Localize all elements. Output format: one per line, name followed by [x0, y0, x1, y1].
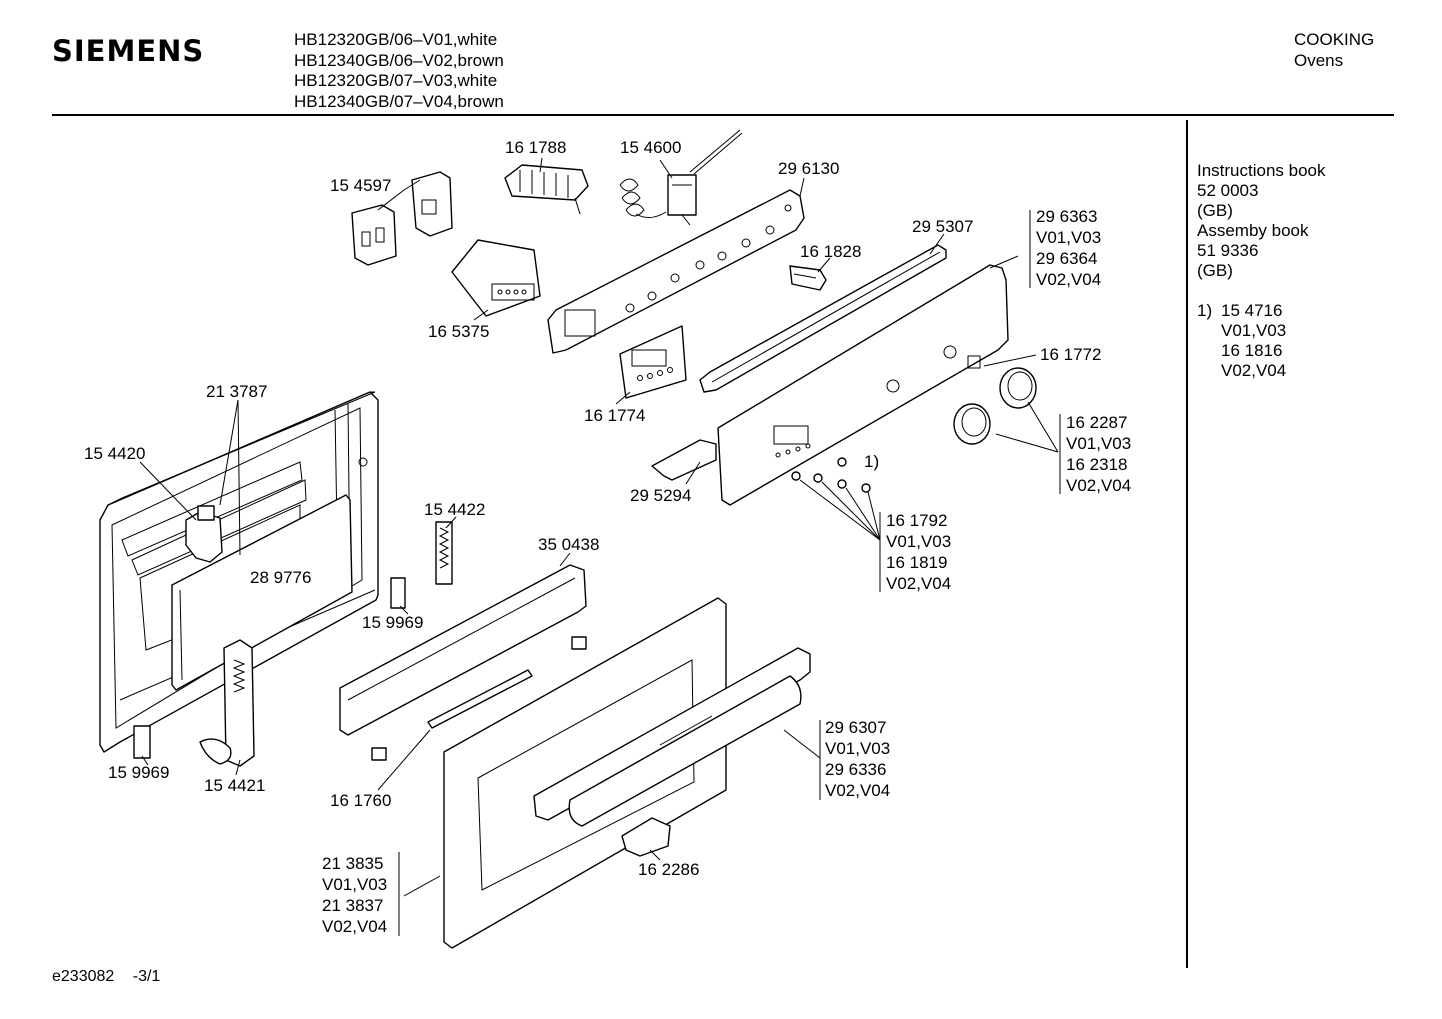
footnote-line: V02,V04: [1221, 361, 1287, 380]
variant-group-screw: 16 1792 V01,V03 16 1819 V02,V04: [886, 511, 951, 593]
label-154420: 15 4420: [84, 444, 145, 463]
block-159969-upper: [390, 577, 406, 609]
footnote-line: 16 1816: [1221, 341, 1283, 360]
variant-line: 21 3835: [322, 854, 383, 873]
variant-group-door: 21 3835 V01,V03 21 3837 V02,V04: [322, 854, 387, 936]
side-line: Instructions book: [1197, 161, 1326, 180]
variant-line: 16 2318: [1066, 455, 1127, 474]
label-296130: 29 6130: [778, 159, 839, 178]
label-154597: 15 4597: [330, 176, 391, 195]
bracket-154420: [185, 505, 223, 563]
side-line: 51 9336: [1197, 241, 1259, 260]
thermostat-154600: [619, 129, 743, 226]
label-154600: 15 4600: [620, 138, 681, 157]
label-161788: 16 1788: [505, 138, 566, 157]
block-159969-lower: [133, 725, 151, 759]
variant-line: V01,V03: [1066, 434, 1131, 453]
timer-module: [451, 239, 541, 317]
variant-line: 16 1819: [886, 553, 947, 572]
variant-line: V01,V03: [825, 739, 890, 758]
label-213787: 21 3787: [206, 382, 267, 401]
label-154422: 15 4422: [424, 500, 485, 519]
label-159969-lower: 15 9969: [108, 763, 169, 782]
label-161760: 16 1760: [330, 791, 391, 810]
variant-line: 29 6363: [1036, 207, 1097, 226]
side-line: (GB): [1197, 201, 1233, 220]
side-divider: [1186, 120, 1188, 968]
variant-line: V01,V03: [1036, 228, 1101, 247]
display-frame: [619, 325, 687, 399]
inner-glass-pane: [171, 494, 353, 691]
footnote-line: 15 4716: [1221, 301, 1283, 320]
label-154421: 15 4421: [204, 776, 265, 795]
variant-line: 21 3837: [322, 896, 383, 915]
variant-line: 16 2287: [1066, 413, 1127, 432]
label-161774: 16 1774: [584, 406, 645, 425]
door-rail-350438: [339, 564, 587, 736]
side-line: 52 0003: [1197, 181, 1259, 200]
footnote: 1) 15 4716 V01,V03 16 1816 V02,V04: [1197, 301, 1326, 381]
model-line: HB12340GB/07–V04,brown: [294, 91, 504, 111]
trim-strip-161760: [371, 669, 533, 761]
label-note-ref: 1): [864, 452, 879, 471]
switch-161788: [504, 164, 589, 215]
label-162286: 16 2286: [638, 860, 699, 879]
variant-line: V01,V03: [886, 532, 951, 551]
variant-line: 29 6307: [825, 718, 886, 737]
drawing-id: e233082: [52, 968, 115, 985]
variant-line: V02,V04: [886, 574, 951, 593]
side-notes: Instructions book 52 0003 (GB) Assemby b…: [1197, 161, 1326, 381]
part-labels: 16 1788 15 4600 29 6130 15 4597 29 5307 …: [84, 138, 1101, 879]
variant-line: 29 6364: [1036, 249, 1097, 268]
category-title: COOKING: [1294, 30, 1375, 49]
footnote-line: V01,V03: [1221, 321, 1287, 340]
label-165375: 16 5375: [428, 322, 489, 341]
label-350438: 35 0438: [538, 535, 599, 554]
variant-line: V02,V04: [825, 781, 890, 800]
variant-line: 29 6336: [825, 760, 886, 779]
side-line: (GB): [1197, 261, 1233, 280]
screws: [791, 457, 871, 493]
leader-lines: [139, 157, 1059, 897]
door-handle: [533, 647, 811, 827]
model-line: HB12320GB/06–V01,white: [294, 30, 498, 49]
clip-162286: [621, 817, 671, 857]
variant-line: 16 1792: [886, 511, 947, 530]
variant-line: V02,V04: [322, 917, 387, 936]
footnote-marker: 1): [1197, 301, 1213, 320]
variant-group-knob: 16 2287 V01,V03 16 2318 V02,V04: [1066, 413, 1131, 495]
page-number: -3/1: [132, 968, 161, 985]
bracket-295294: [651, 439, 717, 481]
variant-group-panel: 29 6363 V01,V03 29 6364 V02,V04: [1036, 207, 1101, 289]
variant-brackets: [398, 210, 1061, 936]
label-295307: 29 5307: [912, 217, 973, 236]
category-block: COOKING Ovens: [1294, 30, 1374, 71]
label-289776: 28 9776: [250, 568, 311, 587]
header-divider: [52, 114, 1394, 116]
hinge-154421: [199, 639, 255, 767]
label-159969-upper: 15 9969: [362, 613, 423, 632]
model-line: HB12320GB/07–V03,white: [294, 71, 498, 90]
footer: e233082 -3/1: [52, 968, 160, 986]
model-line: HB12340GB/06–V02,brown: [294, 50, 504, 70]
variant-line: V02,V04: [1066, 476, 1131, 495]
micro-switch-161828: [789, 265, 827, 291]
variant-group-handle: 29 6307 V01,V03 29 6336 V02,V04: [825, 718, 890, 800]
label-295294: 29 5294: [630, 486, 691, 505]
side-line: Assemby book: [1197, 221, 1309, 240]
clip-154597: [351, 171, 453, 266]
control-panel-bracket: [547, 189, 805, 354]
profile-rail: [699, 244, 947, 393]
hinge-spring-154422: [435, 521, 453, 585]
variant-line: V02,V04: [1036, 270, 1101, 289]
subcategory-title: Ovens: [1294, 50, 1344, 70]
control-knobs: [953, 367, 1037, 445]
variant-line: V01,V03: [322, 875, 387, 894]
label-161772: 16 1772: [1040, 345, 1101, 364]
label-161828: 16 1828: [800, 242, 861, 261]
model-list: HB12320GB/06–V01,white HB12340GB/06–V02,…: [294, 30, 504, 112]
brand-logo: SIEMENS: [52, 34, 205, 68]
